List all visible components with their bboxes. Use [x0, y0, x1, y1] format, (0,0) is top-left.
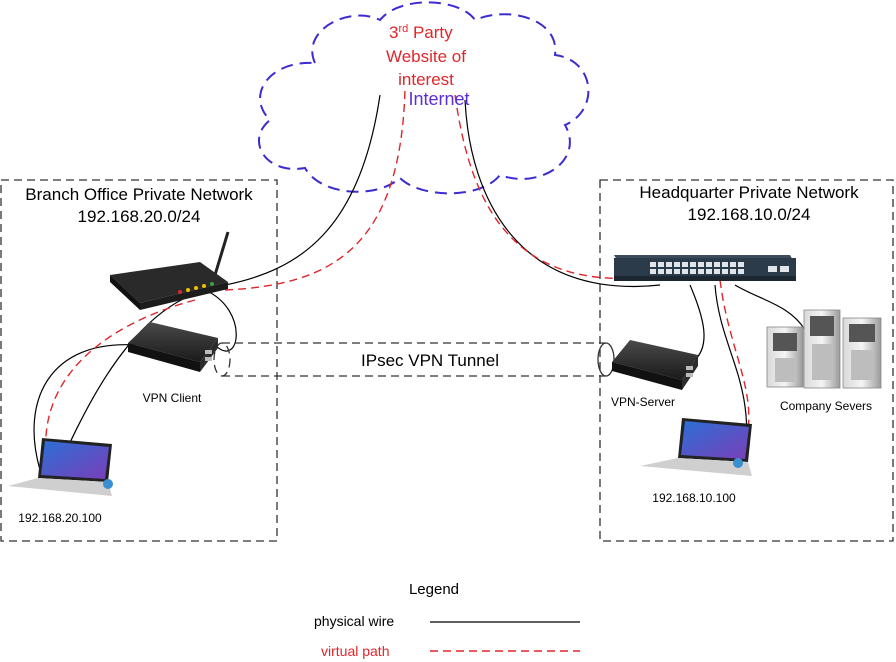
branch-network-subnet: 192.168.20.0/24 [78, 207, 201, 226]
branch-network-title: Branch Office Private Network [25, 185, 253, 204]
website-label-line1: 3rd Party [389, 23, 453, 42]
cloud-icon [258, 1, 590, 195]
branch-network-boundary [0, 179, 278, 542]
company-servers-label: Company Severs [780, 399, 872, 413]
vpn-server-label: VPN-Server [611, 395, 675, 409]
server-tower-icon [766, 309, 882, 389]
branch-laptop-ip: 192.168.20.100 [18, 511, 102, 525]
legend-title: Legend [409, 581, 459, 598]
legend-physical-label: physical wire [314, 613, 394, 629]
wire-router-to-internet [224, 94, 381, 286]
internet-label: Internet [408, 89, 469, 109]
hq-network-boundary [599, 179, 894, 542]
ipsec-tunnel-label: IPsec VPN Tunnel [361, 351, 499, 370]
vpn-client-box-icon [128, 322, 218, 372]
laptop-icon [640, 418, 752, 476]
physical-wires [33, 94, 806, 476]
switch-icon [614, 255, 796, 281]
wire-router-to-vpnclient [204, 289, 237, 352]
vpn-server-box-icon [612, 340, 698, 390]
virtual-branch-laptop [45, 299, 196, 471]
vpn-client-label: VPN Client [143, 391, 202, 405]
wire-internet-to-switch [464, 99, 661, 288]
virtual-branch-to-website [224, 89, 406, 291]
hq-network-title: Headquarter Private Network [639, 183, 859, 202]
wire-switch-to-servers [734, 284, 806, 331]
wire-vpnclient-to-laptop [33, 344, 136, 471]
wire-switch-to-vpnserver [689, 284, 705, 361]
hq-network-subnet: 192.168.10.0/24 [688, 205, 811, 224]
website-label-line3: interest [398, 70, 454, 89]
router-icon [110, 231, 230, 310]
website-label-line2: Website of [386, 47, 466, 66]
laptop-icon [8, 438, 113, 496]
ipsec-tunnel [213, 342, 615, 377]
hq-laptop-ip: 192.168.10.100 [652, 491, 736, 505]
legend-virtual-label: virtual path [321, 643, 389, 659]
